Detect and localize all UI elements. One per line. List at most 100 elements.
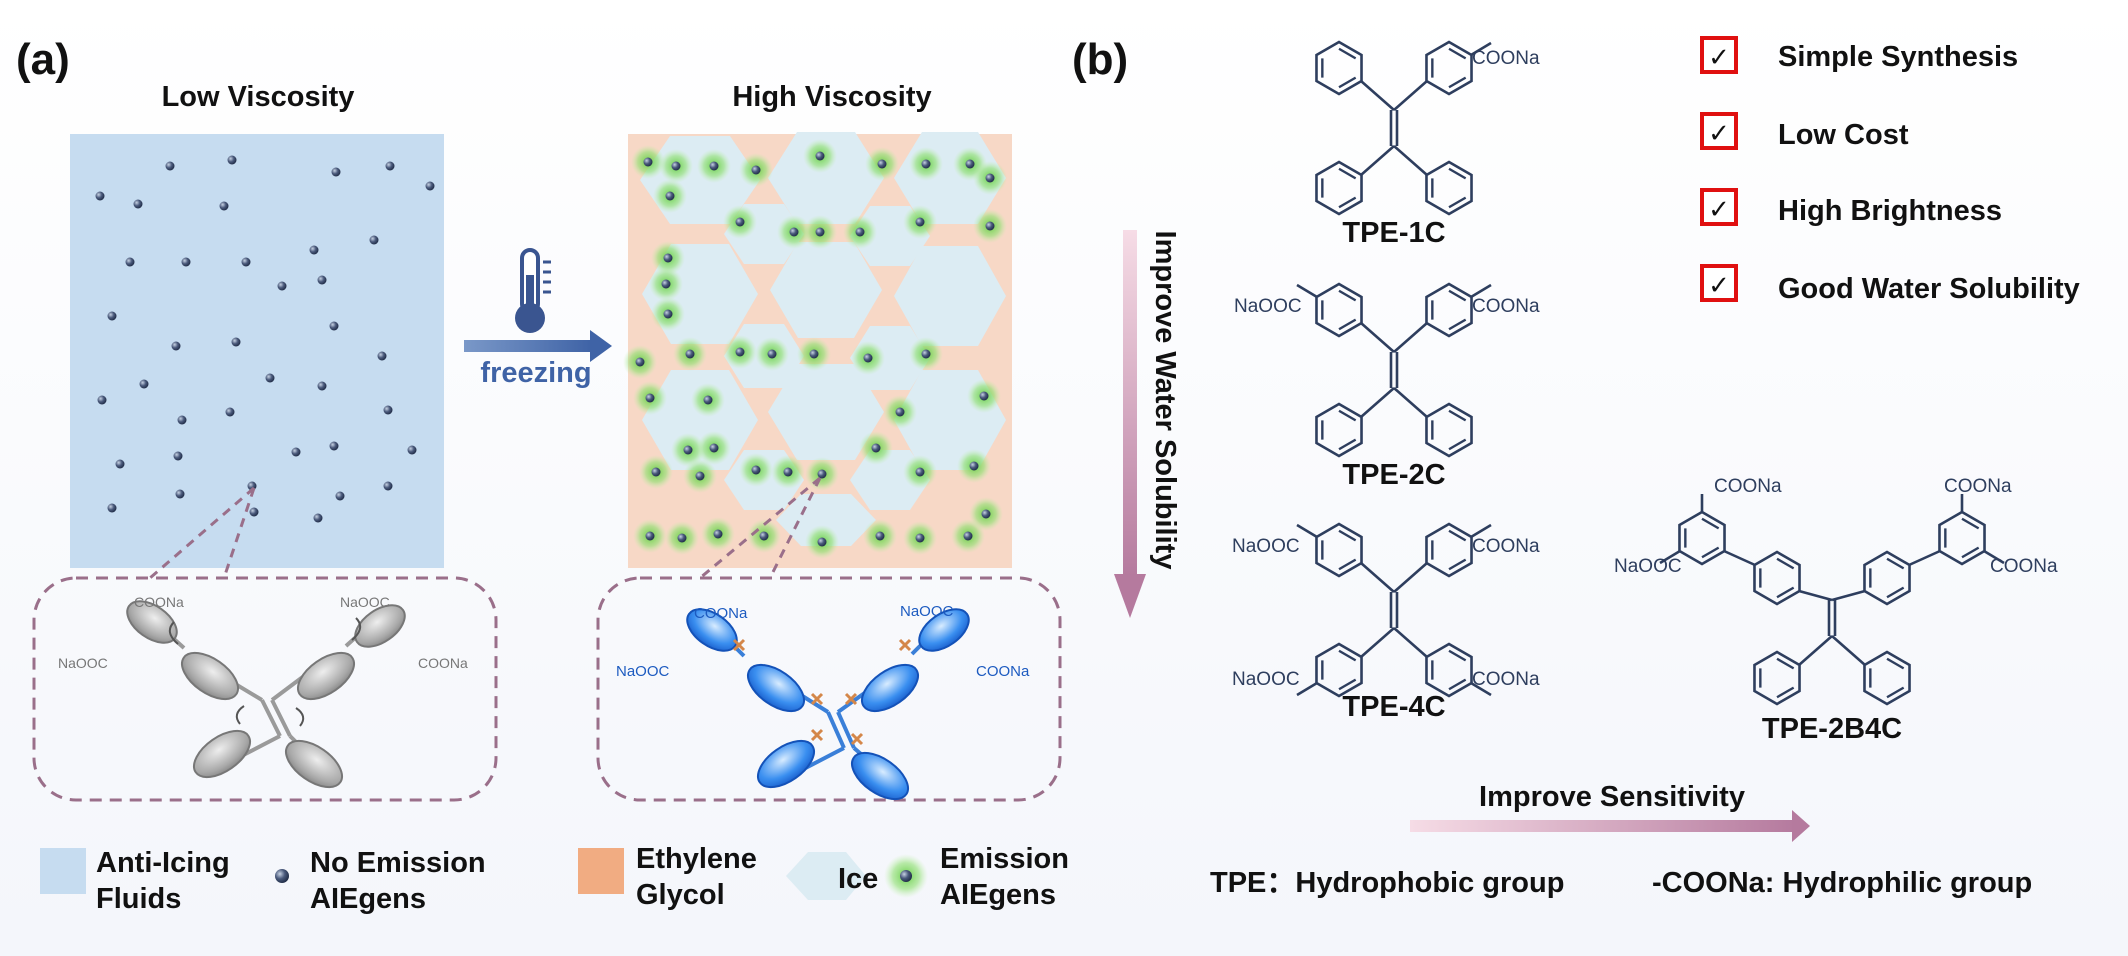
aiegen-dot: [139, 379, 149, 389]
double-bond: [1776, 586, 1795, 599]
zoom-connector: [768, 477, 822, 579]
zoom-connector: [149, 486, 255, 580]
double-bond: [1886, 557, 1905, 570]
double-bond: [1338, 438, 1357, 451]
substituent-label: COONa: [1472, 536, 1540, 557]
group-label: COONa: [418, 655, 468, 671]
bond: [1831, 635, 1866, 666]
bond: [1470, 523, 1492, 539]
aiegen-dot: [921, 159, 931, 169]
aiegen-dot: [817, 469, 827, 479]
aiegen-dot: [313, 513, 323, 523]
tpe-molecule-blue: [686, 608, 970, 801]
aiegen-dot: [115, 459, 125, 469]
group-label: NaOOC: [58, 655, 108, 671]
double-bond: [1886, 686, 1905, 699]
bond: [1831, 589, 1866, 602]
legend-glycol-line2: Glycol: [636, 879, 725, 911]
aiegen-dot: [219, 201, 229, 211]
aiegen-dot: [985, 173, 995, 183]
aiegen-dot: [173, 451, 183, 461]
aiegen-dot: [759, 531, 769, 541]
aiegen-dot: [877, 159, 887, 169]
aiegen-dot: [635, 357, 645, 367]
aiegen-dot: [97, 395, 107, 405]
substituent-label: NaOOC: [1234, 296, 1302, 317]
aiegen-dot: [425, 181, 435, 191]
aiegen-dot: [335, 491, 345, 501]
double-bond: [1448, 196, 1467, 209]
structure-tpe-2b4c: [1659, 494, 2005, 706]
legend-no-emission-line1: No Emission: [310, 847, 486, 879]
molecule-name-tpe-2b4c: TPE-2B4C: [1762, 713, 1902, 745]
double-bond: [1448, 558, 1467, 571]
bond: [1798, 635, 1833, 666]
aiegen-dot: [963, 531, 973, 541]
aiegen-dot: [789, 227, 799, 237]
bond: [1393, 387, 1428, 418]
aiegen-dot: [915, 467, 925, 477]
legend-swatch-glycol: [578, 848, 624, 894]
aiegen-dot: [107, 311, 117, 321]
legend-no-emission-line2: AIEgens: [310, 883, 426, 915]
aiegen-dot: [965, 159, 975, 169]
aiegen-dot: [817, 537, 827, 547]
aiegen-dot: [735, 347, 745, 357]
double-bond: [1776, 557, 1795, 570]
aiegen-dot: [317, 381, 327, 391]
aiegen-dot: [645, 393, 655, 403]
aiegen-dot: [709, 161, 719, 171]
aiegen-dot: [671, 161, 681, 171]
double-bond: [1448, 76, 1467, 89]
aiegen-dot: [695, 471, 705, 481]
dissolved-aiegens: [95, 155, 435, 523]
aiegen-dot: [915, 533, 925, 543]
aiegen-dot: [677, 533, 687, 543]
double-bond: [1701, 546, 1720, 559]
aiegen-dot: [665, 191, 675, 201]
checklist-item: Good Water Solubility: [1778, 273, 2080, 305]
aiegen-dot: [369, 235, 379, 245]
aiegen-dot: [125, 257, 135, 267]
benzene-ring: [1425, 402, 1473, 458]
double-bond: [1448, 438, 1467, 451]
legend-dot-no-emission: [275, 869, 289, 883]
double-bond: [1338, 558, 1357, 571]
aiegen-dot: [181, 257, 191, 267]
benzene-ring: [1315, 160, 1363, 216]
aiegen-dot: [871, 443, 881, 453]
legend-swatch-anti-icing: [40, 848, 86, 894]
ice-cell: [776, 494, 876, 546]
double-bond: [1338, 289, 1357, 302]
checkbox: [1700, 36, 1738, 74]
aiegen-dot: [107, 503, 117, 513]
aiegen-dot: [329, 321, 339, 331]
structure-tpe-2c: [1296, 282, 1492, 458]
bond: [1360, 627, 1395, 658]
double-bond: [1776, 686, 1795, 699]
double-bond: [1776, 657, 1795, 670]
aiegen-dot: [981, 509, 991, 519]
check-icon: ✓: [1708, 42, 1730, 72]
aiegen-dot: [231, 337, 241, 347]
vertical-arrow-label: Improve Water Solubility: [1149, 231, 1181, 570]
group-label: NaOOC: [340, 594, 390, 610]
benzene-ring: [1678, 510, 1726, 566]
aiegen-dot: [383, 481, 393, 491]
zoom-box-free-rotation: [32, 576, 498, 802]
aiegen-dot: [225, 407, 235, 417]
checkbox: [1700, 112, 1738, 150]
bond: [1360, 387, 1395, 418]
legend-anti-icing-line2: Fluids: [96, 883, 181, 915]
benzene-ring: [1315, 642, 1363, 698]
bond: [1393, 562, 1428, 593]
aiegen-dot: [249, 507, 259, 517]
substituent-label: NaOOC: [1232, 536, 1300, 557]
checklist-item: High Brightness: [1778, 195, 2002, 227]
aiegen-dot: [713, 529, 723, 539]
check-icon: ✓: [1708, 118, 1730, 148]
aiegen-dot: [863, 353, 873, 363]
aiegen-dot: [329, 441, 339, 451]
benzene-ring: [1315, 402, 1363, 458]
checklist-item: Simple Synthesis: [1778, 41, 2018, 73]
